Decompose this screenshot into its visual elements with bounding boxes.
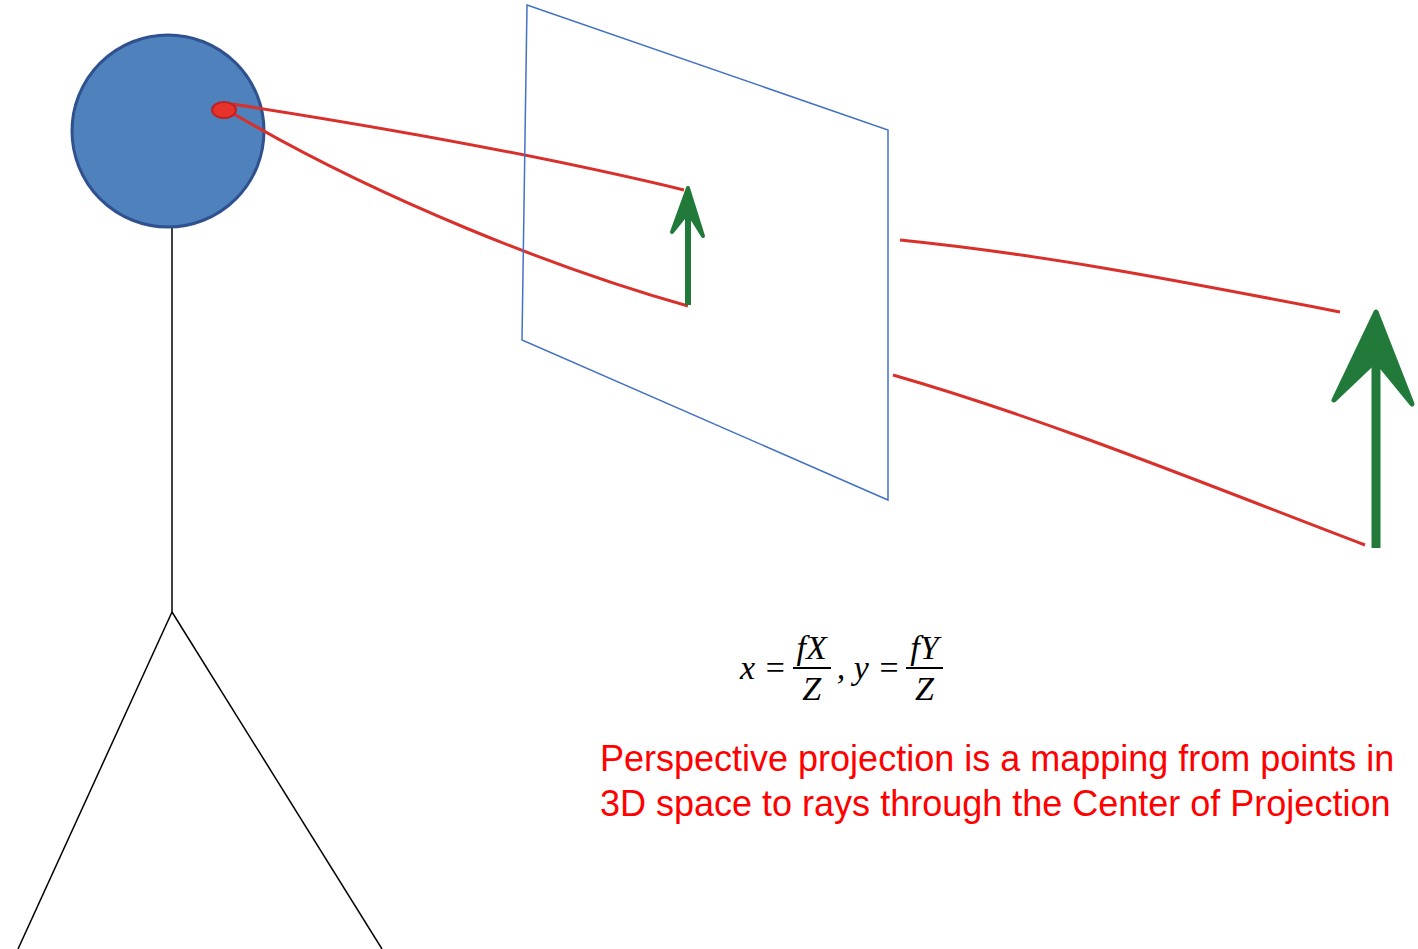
object-arrow-head — [1334, 312, 1412, 404]
ray — [900, 240, 1340, 312]
denominator: Z — [798, 669, 825, 708]
ray — [893, 375, 1365, 545]
fraction: fXZ — [793, 628, 831, 708]
formula-term: , y = — [837, 649, 901, 687]
figure-leg — [172, 612, 382, 949]
ray — [234, 114, 688, 306]
note-text: Perspective projection is a mapping from… — [600, 736, 1400, 826]
figure-body — [171, 228, 173, 612]
fraction: fYZ — [906, 628, 942, 708]
denominator: Z — [911, 669, 938, 708]
figure-head — [72, 35, 264, 227]
numerator: fY — [906, 628, 942, 669]
image-arrow-head — [672, 188, 703, 236]
formula-term: x = — [740, 649, 787, 687]
figure-leg — [18, 612, 172, 949]
numerator: fX — [793, 628, 831, 669]
note-text: Perspective projection is a mapping from… — [600, 738, 1394, 824]
image-plane — [522, 5, 888, 500]
eye — [212, 102, 236, 118]
projection-formula: x =fXZ, y =fYZ — [740, 628, 949, 708]
ray — [232, 104, 684, 190]
